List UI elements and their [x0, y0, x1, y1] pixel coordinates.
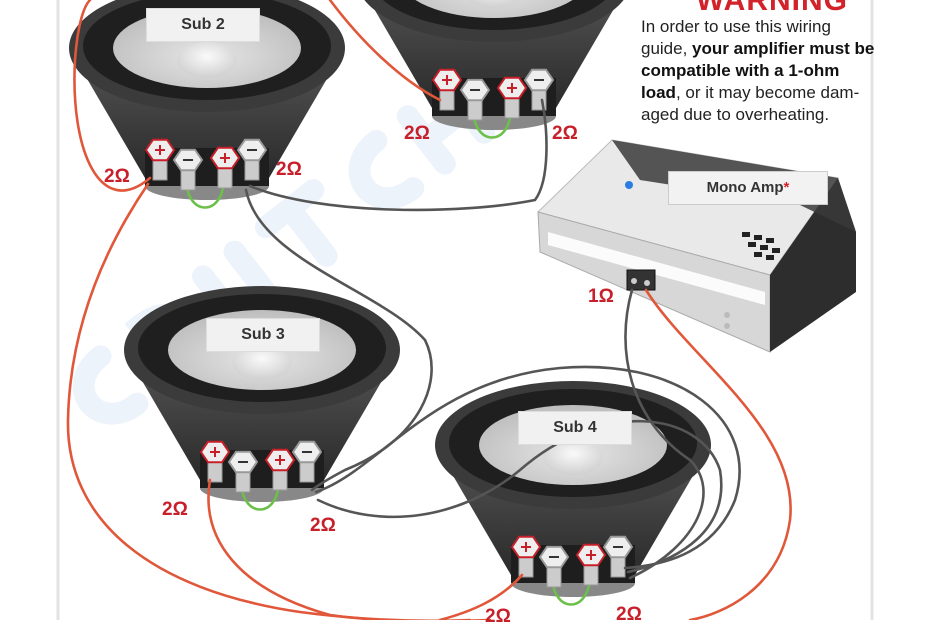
negative-terminal — [172, 148, 204, 191]
negative-terminal — [538, 545, 570, 588]
warning-box: WARNING In order to use this wiring guid… — [641, 0, 877, 126]
impedance-label: 2Ω — [616, 604, 642, 625]
negative-terminal — [291, 440, 323, 483]
impedance-label: 2Ω — [104, 166, 130, 187]
negative-wire — [314, 365, 741, 570]
negative-terminal — [227, 450, 259, 493]
positive-terminal — [144, 138, 176, 181]
sub-2-label: Sub 2 — [146, 8, 260, 42]
negative-wire — [244, 188, 433, 492]
negative-terminal — [523, 68, 555, 111]
impedance-label: 2Ω — [310, 515, 336, 536]
positive-wire — [207, 478, 492, 620]
positive-terminal — [496, 76, 528, 119]
positive-terminal — [199, 440, 231, 483]
amp-load-label: 1Ω — [588, 286, 614, 307]
impedance-label: 2Ω — [162, 499, 188, 520]
negative-terminal — [602, 535, 634, 578]
impedance-label: 2Ω — [276, 159, 302, 180]
impedance-label: 2Ω — [552, 123, 578, 144]
positive-terminal — [431, 68, 463, 111]
dust-cap — [543, 439, 603, 475]
negative-wire — [624, 288, 705, 580]
sub-4-label: Sub 4 — [518, 411, 632, 445]
positive-wire — [644, 288, 792, 620]
sub-2-woofer — [69, 0, 345, 209]
positive-terminal — [209, 146, 241, 189]
positive-terminal — [264, 448, 296, 491]
positive-wire — [328, 0, 442, 102]
power-led-icon — [625, 181, 633, 189]
warning-text: In order to use this wiring guide, your … — [641, 17, 875, 124]
positive-wire — [438, 573, 524, 620]
impedance-label: 2Ω — [404, 123, 430, 144]
impedance-label: 2Ω — [485, 606, 511, 627]
positive-terminal — [575, 543, 607, 586]
dust-cap — [177, 42, 237, 78]
positive-wire — [73, 0, 152, 192]
positive-terminal — [510, 535, 542, 578]
sub-1-woofer — [364, 0, 624, 139]
warning-title: WARNING — [696, 0, 848, 17]
negative-wire — [248, 98, 548, 212]
dust-cap — [232, 344, 292, 380]
amp-button-grid — [742, 232, 780, 260]
dust-cap — [469, 0, 519, 8]
negative-terminal — [459, 78, 491, 121]
sub-3-label: Sub 3 — [206, 318, 320, 352]
negative-terminal — [236, 138, 268, 181]
amp-label: Mono Amp* — [668, 171, 828, 205]
